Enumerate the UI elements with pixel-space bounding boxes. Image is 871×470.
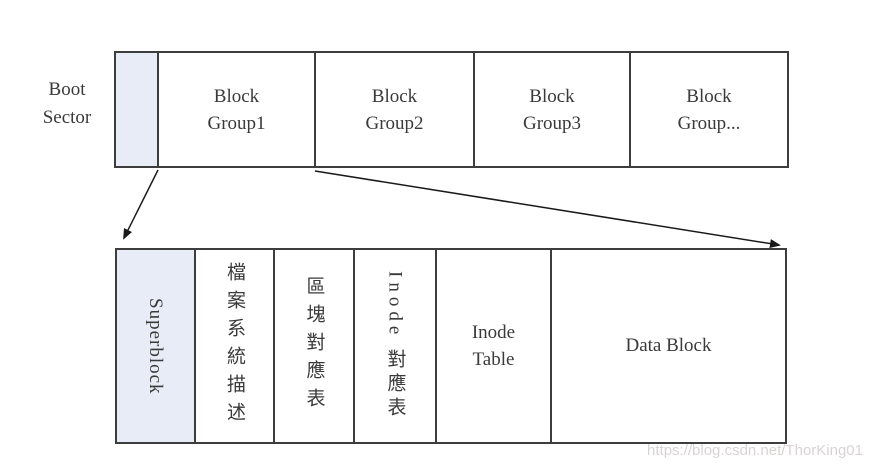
cell-block-group-1: Block Group1 <box>157 53 314 166</box>
block-group-more-line1: Block <box>686 85 732 107</box>
boot-sector-caption-line1: Boot <box>48 79 86 100</box>
block-bitmap-label: 區塊對應表 <box>303 276 325 416</box>
boot-sector-caption-line2: Sector <box>42 107 92 128</box>
superblock-label: Superblock <box>145 297 166 395</box>
block-group-3-line1: Block <box>529 85 575 107</box>
cell-data-block: Data Block <box>550 250 785 442</box>
expansion-arrow-left <box>123 169 159 240</box>
inode-bitmap-label: Inode 對應表 <box>384 270 406 421</box>
expansion-arrow-right <box>314 170 781 249</box>
block-group-3-line2: Group3 <box>522 112 582 134</box>
inode-table-line1: Inode <box>471 322 516 343</box>
block-group-1-line2: Group1 <box>207 112 266 134</box>
filesystem-description-label: 檔案系統描述 <box>224 262 245 430</box>
block-group-2-line1: Block <box>371 85 418 107</box>
block-group-detail-row: Superblock 檔案系統描述 區塊對應表 Inode 對應表 Inode … <box>115 248 787 444</box>
cell-filesystem-description: 檔案系統描述 <box>194 250 273 442</box>
block-group-more-line2: Group... <box>677 112 741 134</box>
cell-boot-sector-strip <box>116 53 157 166</box>
inode-table-line2: Table <box>472 349 515 370</box>
cell-block-group-3: Block Group3 <box>473 53 629 166</box>
block-group-1-line1: Block <box>213 85 260 107</box>
cell-superblock: Superblock <box>117 250 194 442</box>
cell-block-group-2: Block Group2 <box>314 53 473 166</box>
boot-sector-caption: Boot Sector <box>24 76 110 132</box>
cell-block-bitmap: 區塊對應表 <box>273 250 353 442</box>
cell-inode-table: Inode Table <box>435 250 550 442</box>
cell-inode-bitmap: Inode 對應表 <box>353 250 435 442</box>
block-group-2-line2: Group2 <box>365 112 424 134</box>
cell-block-group-more: Block Group... <box>629 53 787 166</box>
disk-layout-row: Block Group1 Block Group2 Block Group3 B… <box>114 51 789 168</box>
data-block-label: Data Block <box>625 335 712 356</box>
watermark-url: https://blog.csdn.net/ThorKing01 <box>647 442 863 459</box>
